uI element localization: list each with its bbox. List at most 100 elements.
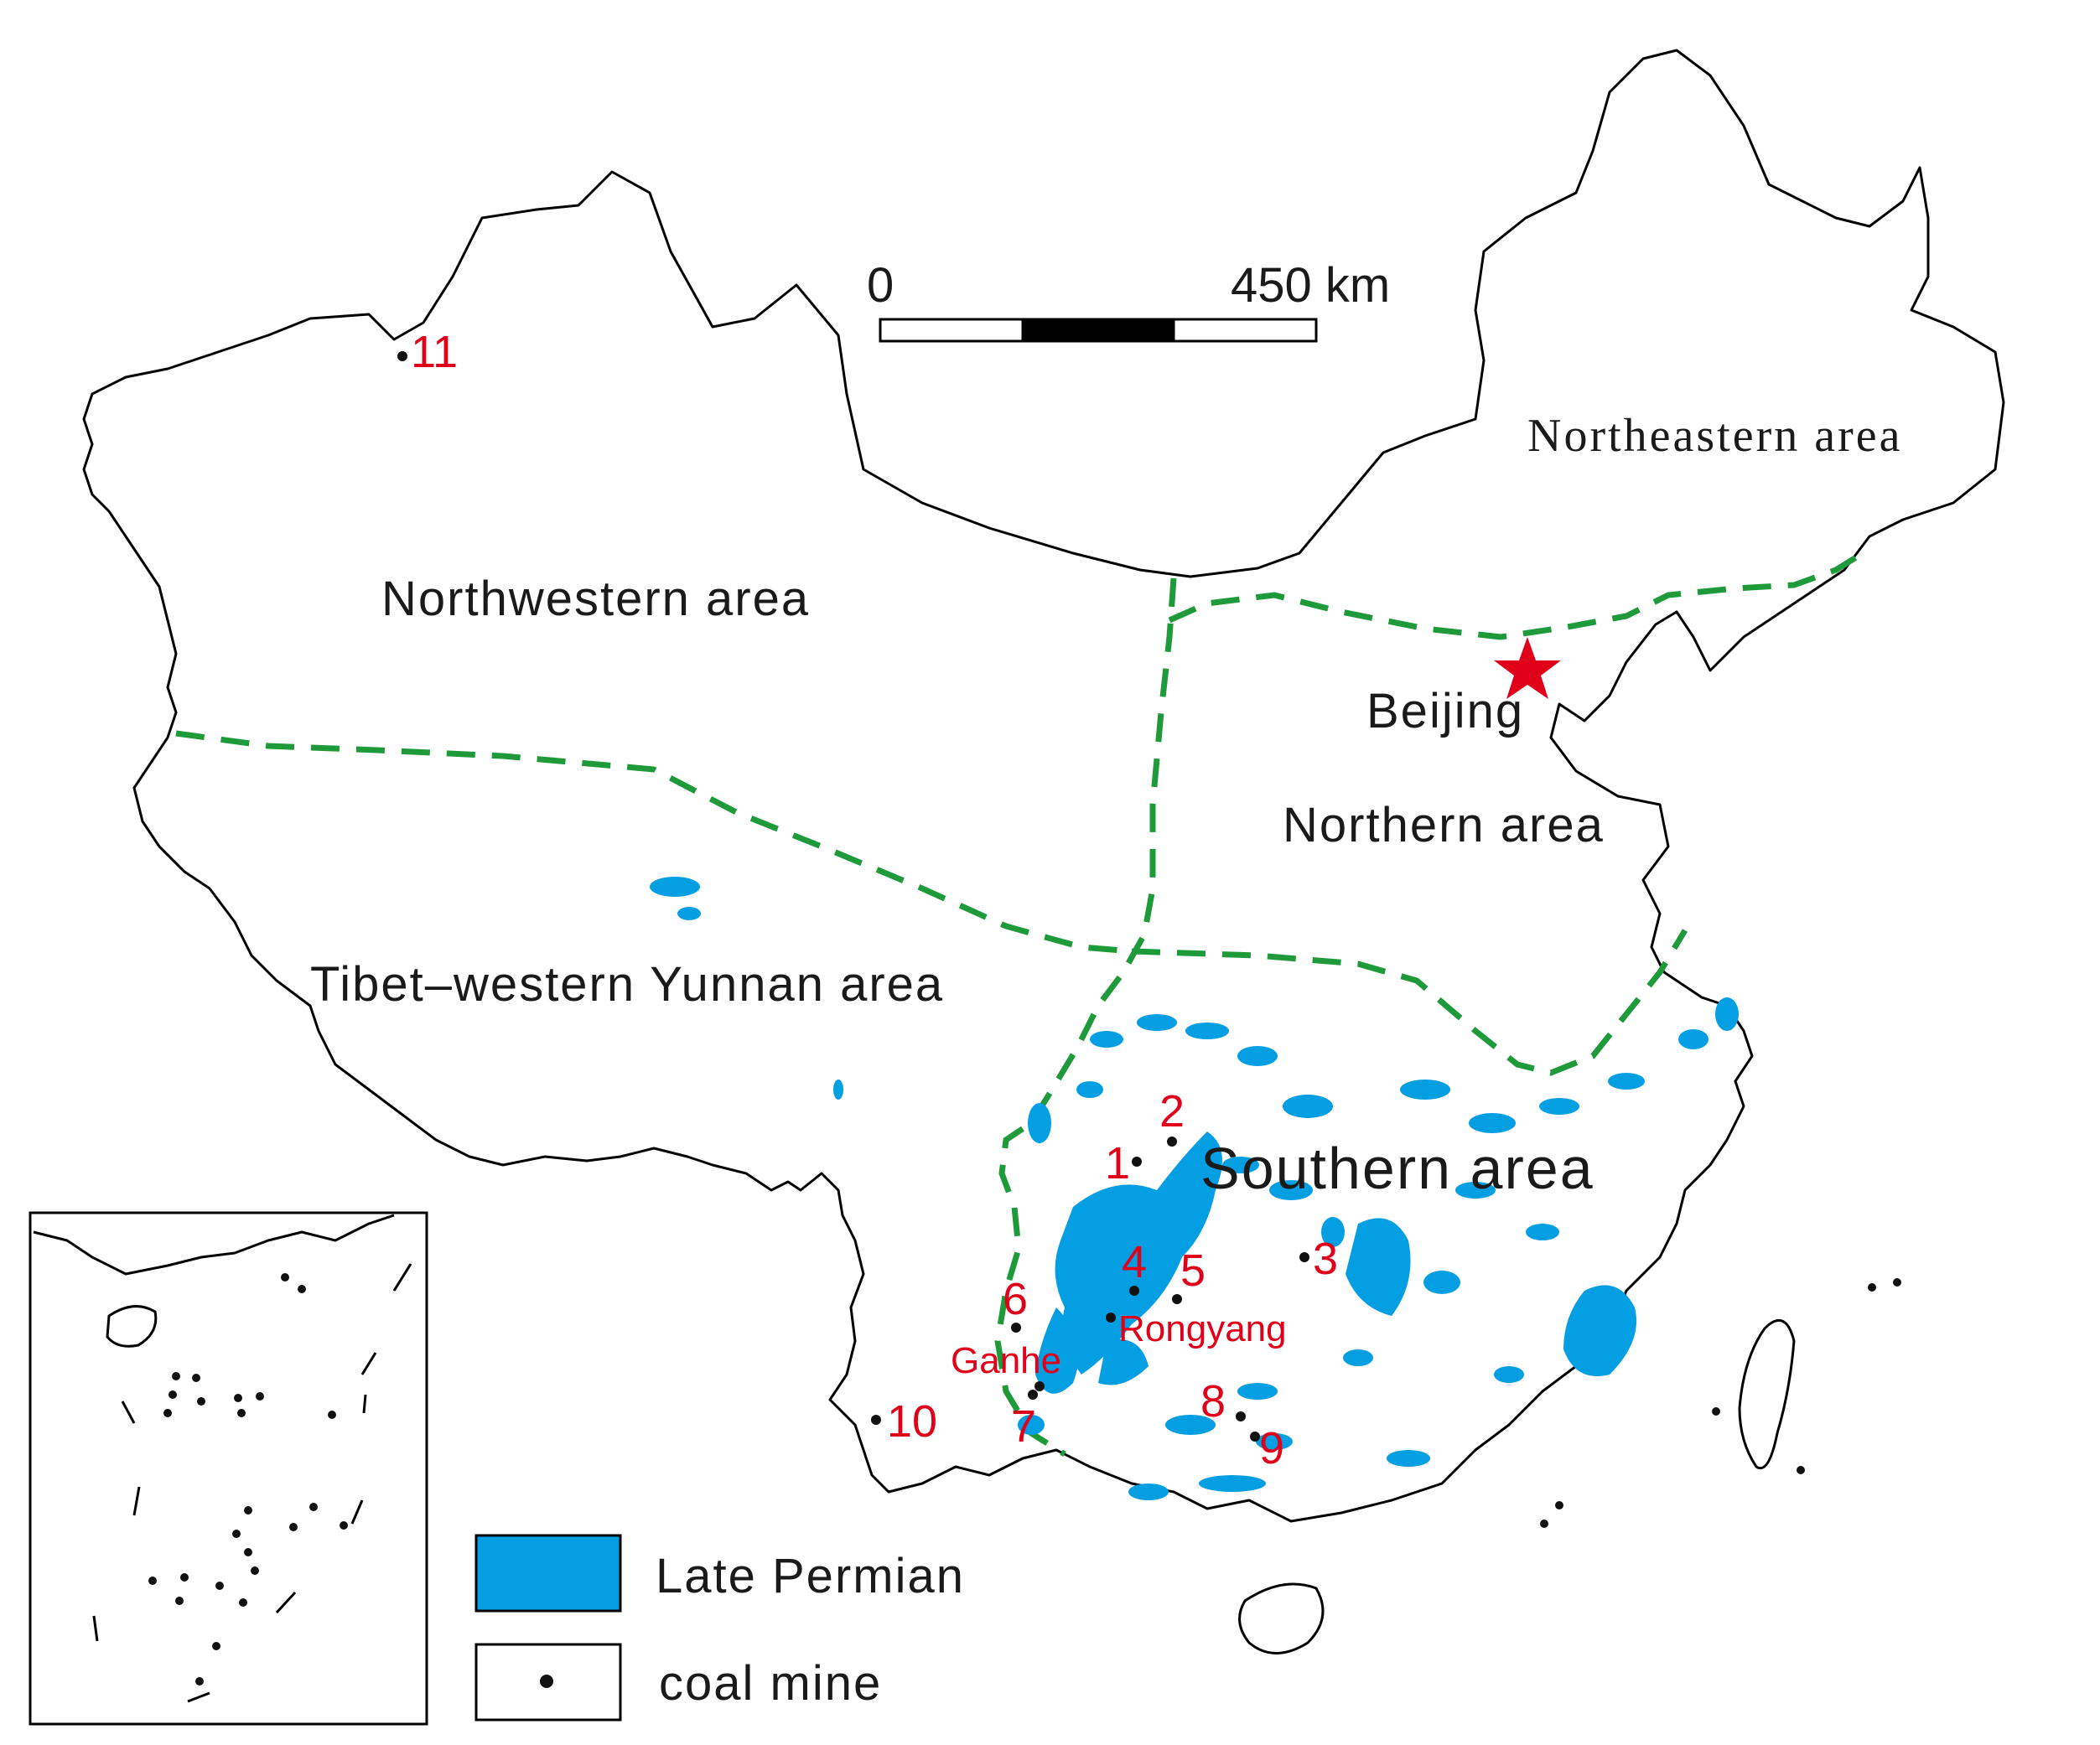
label-tibet-area: Tibet–western Yunnan area bbox=[310, 957, 944, 1012]
scale-bar-start: 0 bbox=[867, 258, 894, 313]
late-permian-patch bbox=[1678, 1029, 1709, 1049]
coal-mine-10 bbox=[871, 1415, 881, 1425]
scale-bar-segment bbox=[1172, 318, 1318, 343]
coal-mine-number: 1 bbox=[1105, 1138, 1130, 1188]
coal-mine-2 bbox=[1167, 1137, 1177, 1147]
late-permian-patch bbox=[1283, 1095, 1333, 1118]
late-permian-patch bbox=[1346, 1218, 1411, 1316]
late-permian-patch bbox=[1343, 1349, 1373, 1366]
offshore-point bbox=[1797, 1466, 1805, 1474]
label-beijing: Beijing bbox=[1366, 684, 1524, 738]
inset-boundary-dash bbox=[360, 1352, 377, 1375]
coal-mines bbox=[397, 351, 1901, 1528]
late-permian-patch bbox=[1137, 1014, 1177, 1031]
late-permian-patch bbox=[1090, 1031, 1123, 1048]
inset-island-dot bbox=[212, 1642, 220, 1650]
late-permian-patch bbox=[1237, 1046, 1278, 1066]
offshore-point bbox=[1712, 1407, 1720, 1416]
coal-mine-9 bbox=[1250, 1432, 1260, 1442]
coal-mine-numbers: 1 2 3 4 5 6 7 8 9 10 11 Rongyang Ganhe bbox=[411, 327, 1338, 1473]
scale-bar-segment bbox=[879, 318, 1024, 343]
legend-coal-mine-label: coal mine bbox=[659, 1656, 882, 1711]
inset-island-dot bbox=[234, 1394, 242, 1402]
inset-island-dot bbox=[180, 1573, 189, 1582]
coal-mine-1 bbox=[1132, 1157, 1142, 1167]
inset-boundary-dash bbox=[275, 1591, 297, 1614]
inset-island-dot bbox=[192, 1374, 200, 1382]
coal-mine-number: 4 bbox=[1122, 1237, 1147, 1287]
inset-island-dot bbox=[169, 1390, 177, 1399]
coal-mine-number: 10 bbox=[887, 1396, 937, 1447]
hainan-island bbox=[1238, 1582, 1325, 1654]
late-permian-patch bbox=[1608, 1073, 1645, 1090]
inset-island-dot bbox=[172, 1372, 180, 1380]
inset-island-dot bbox=[195, 1677, 204, 1685]
region-labels: Northwestern area Northeastern area Nort… bbox=[310, 410, 1902, 1201]
coal-mine-ganhe bbox=[1034, 1381, 1045, 1391]
legend-late-permian-label: Late Permian bbox=[656, 1549, 965, 1603]
late-permian-patch bbox=[1526, 1224, 1559, 1240]
late-permian-patch bbox=[1199, 1475, 1266, 1492]
inset-island-dot bbox=[244, 1548, 252, 1556]
inset-island-dot bbox=[340, 1521, 348, 1530]
late-permian-patch bbox=[1455, 1182, 1496, 1199]
label-northern-area: Northern area bbox=[1283, 798, 1605, 852]
south-china-sea-inset bbox=[29, 1211, 428, 1726]
inset-island-dot bbox=[237, 1409, 246, 1417]
late-permian-patch bbox=[1055, 1131, 1222, 1375]
inset-island-dot bbox=[239, 1598, 247, 1607]
inset-boundary-dash bbox=[187, 1691, 210, 1703]
label-southern-area: Southern area bbox=[1200, 1136, 1594, 1201]
late-permian-patch bbox=[1321, 1217, 1345, 1247]
coal-mine-4 bbox=[1129, 1286, 1139, 1296]
site-name-rongyang: Rongyang bbox=[1118, 1308, 1287, 1349]
coal-mine-5 bbox=[1172, 1294, 1182, 1304]
scale-bar-end: 450 km bbox=[1231, 258, 1390, 313]
offshore-point bbox=[1540, 1520, 1548, 1528]
inset-island-dot bbox=[289, 1523, 298, 1531]
late-permian-patch bbox=[1237, 1383, 1278, 1400]
inset-island-dot bbox=[148, 1577, 157, 1585]
late-permian-patch bbox=[1098, 1339, 1149, 1385]
coal-mine-number: 6 bbox=[1003, 1274, 1028, 1324]
taiwan-island bbox=[1738, 1318, 1796, 1470]
coal-mine-number: 9 bbox=[1259, 1423, 1284, 1473]
site-name-ganhe: Ganhe bbox=[951, 1340, 1061, 1381]
scale-bar-segment bbox=[1021, 318, 1175, 343]
late-permian-patch bbox=[1494, 1366, 1524, 1383]
legend: Late Permian coal mine bbox=[474, 1534, 965, 1722]
late-permian-patch bbox=[1387, 1450, 1430, 1467]
inset-boundary-dash bbox=[92, 1615, 99, 1642]
inset-island-dot bbox=[175, 1597, 184, 1605]
capital-star-icon bbox=[1494, 637, 1561, 699]
legend-coal-mine-dot bbox=[540, 1675, 553, 1688]
inset-island-dot bbox=[244, 1506, 252, 1515]
coal-mine-number: 3 bbox=[1313, 1234, 1338, 1284]
inset-island-dot bbox=[215, 1582, 224, 1590]
coal-mine-3 bbox=[1299, 1252, 1309, 1262]
late-permian-patch bbox=[1539, 1098, 1579, 1115]
late-permian-patch bbox=[1076, 1081, 1103, 1098]
inset-boundary-dash bbox=[350, 1499, 364, 1525]
inset-boundary-dashes bbox=[92, 1263, 412, 1703]
inset-coastline bbox=[33, 1214, 395, 1276]
inset-island-dot bbox=[256, 1392, 264, 1401]
late-permian-patch bbox=[1222, 1157, 1259, 1173]
offshore-point bbox=[1555, 1501, 1563, 1509]
inset-island-dot bbox=[328, 1411, 336, 1419]
china-border bbox=[82, 49, 2005, 1523]
label-northeastern-area: Northeastern area bbox=[1527, 410, 1902, 462]
coal-mine-8 bbox=[1236, 1411, 1246, 1421]
coal-mine-number: 7 bbox=[1011, 1401, 1036, 1452]
late-permian-patch bbox=[1400, 1080, 1450, 1100]
late-permian-patch bbox=[1715, 997, 1739, 1031]
coal-mine-7 bbox=[1028, 1390, 1038, 1400]
inset-hainan-island bbox=[106, 1305, 158, 1348]
late-permian-patch bbox=[1035, 1307, 1079, 1394]
boundary-northern-northeastern bbox=[1168, 546, 1871, 640]
late-permian-patch bbox=[1185, 1023, 1229, 1039]
coal-mine-number: 8 bbox=[1200, 1376, 1226, 1427]
coal-mine-number: 11 bbox=[411, 327, 458, 377]
label-northwestern-area: Northwestern area bbox=[381, 572, 810, 626]
